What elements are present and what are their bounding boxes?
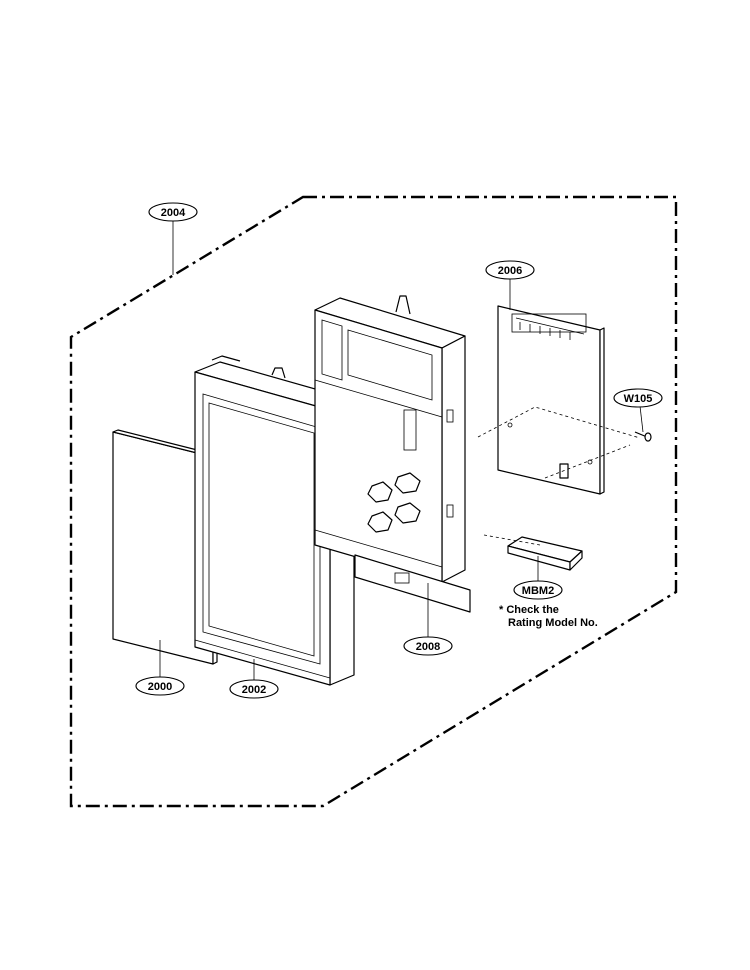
part-2008-bracket bbox=[314, 295, 471, 613]
svg-text:2004: 2004 bbox=[161, 207, 186, 219]
assembly-boundary bbox=[69, 195, 678, 808]
svg-text:2006: 2006 bbox=[498, 265, 522, 277]
callout-2002: 2002 bbox=[229, 679, 279, 699]
callout-2004: 2004 bbox=[148, 202, 198, 222]
svg-text:2008: 2008 bbox=[416, 641, 440, 653]
note-line-1: * Check the bbox=[499, 604, 559, 616]
svg-text:W105: W105 bbox=[624, 393, 653, 405]
part-mbm2-module bbox=[507, 536, 583, 571]
callout-2000: 2000 bbox=[135, 676, 185, 696]
callout-2008: 2008 bbox=[403, 636, 453, 656]
note-line-2: Rating Model No. bbox=[508, 617, 598, 629]
svg-text:MBM2: MBM2 bbox=[522, 585, 554, 597]
callout-mbm2: MBM2 bbox=[513, 580, 563, 600]
callout-2006: 2006 bbox=[485, 260, 535, 280]
leader-w105 bbox=[639, 405, 644, 433]
callout-w105: W105 bbox=[613, 388, 663, 408]
part-w105-screw bbox=[634, 431, 652, 442]
part-2006-pcb bbox=[497, 305, 605, 495]
svg-text:2002: 2002 bbox=[242, 684, 266, 696]
svg-text:2000: 2000 bbox=[148, 681, 172, 693]
